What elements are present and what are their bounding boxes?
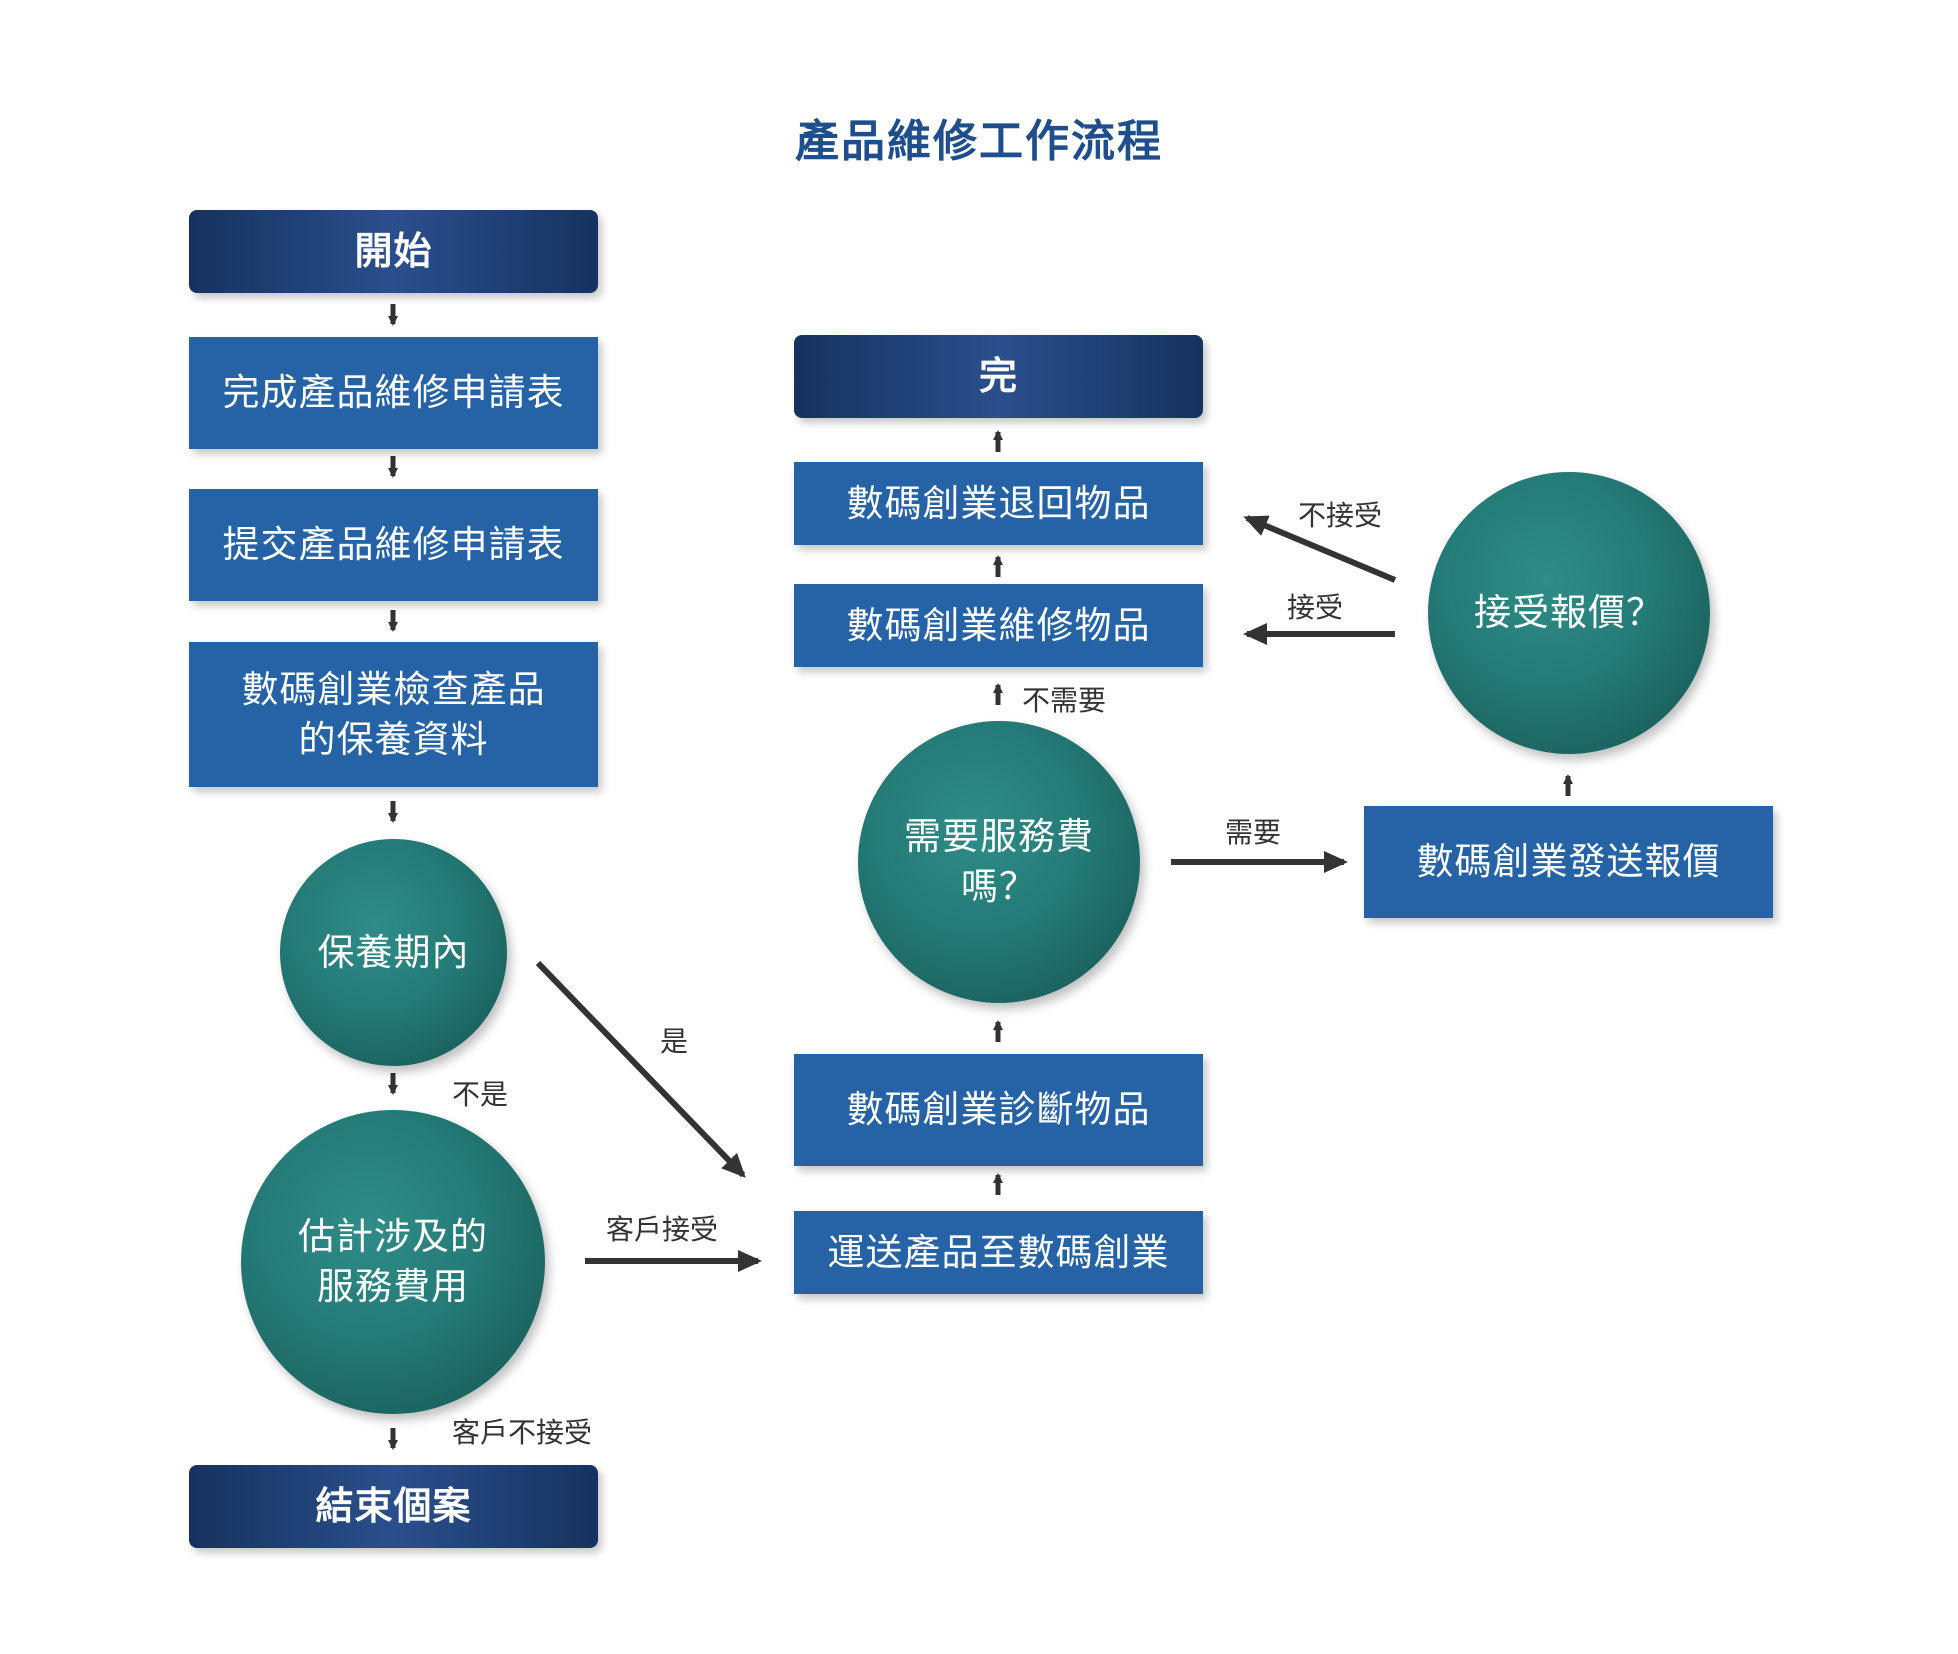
in-warranty-decision: 保養期內	[280, 839, 507, 1066]
diagnose-item-step: 數碼創業診斷物品	[794, 1054, 1203, 1166]
label-accept: 接受	[1287, 591, 1344, 624]
end-case-node: 結束個案	[189, 1465, 598, 1548]
submit-form-step: 提交產品維修申請表	[189, 489, 598, 601]
label-not-needed: 不需要	[1022, 684, 1107, 717]
complete-form-step: 完成產品維修申請表	[189, 337, 598, 449]
accept-quote-decision: 接受報價？	[1428, 472, 1710, 754]
repair-item-step: 數碼創業維修物品	[794, 584, 1203, 667]
arrow-reject	[1243, 515, 1397, 583]
arrow-yes-diagonal	[535, 960, 746, 1178]
check-warranty-label: 數碼創業檢查產品的保養資料	[241, 667, 546, 761]
label-customer-accepts: 客戶接受	[606, 1213, 719, 1246]
done-node: 完	[794, 335, 1203, 418]
label-yes: 是	[660, 1025, 689, 1058]
send-quote-step: 數碼創業發送報價	[1364, 806, 1773, 918]
label-customer-rejects: 客戶不接受	[452, 1416, 593, 1449]
estimate-cost-label: 估計涉及的服務費用	[298, 1215, 488, 1308]
label-needed: 需要	[1225, 816, 1282, 849]
estimate-cost-decision: 估計涉及的服務費用	[241, 1110, 545, 1414]
return-item-step: 數碼創業退回物品	[794, 462, 1203, 545]
check-warranty-step: 數碼創業檢查產品的保養資料	[189, 642, 598, 787]
diagram-title: 產品維修工作流程	[795, 116, 1163, 167]
label-reject: 不接受	[1298, 499, 1383, 532]
label-no: 不是	[452, 1078, 509, 1111]
need-fee-label: 需要服務費嗎？	[904, 815, 1094, 908]
start-node: 開始	[189, 210, 598, 293]
ship-product-step: 運送產品至數碼創業	[794, 1211, 1203, 1294]
need-fee-decision: 需要服務費嗎？	[858, 721, 1140, 1003]
